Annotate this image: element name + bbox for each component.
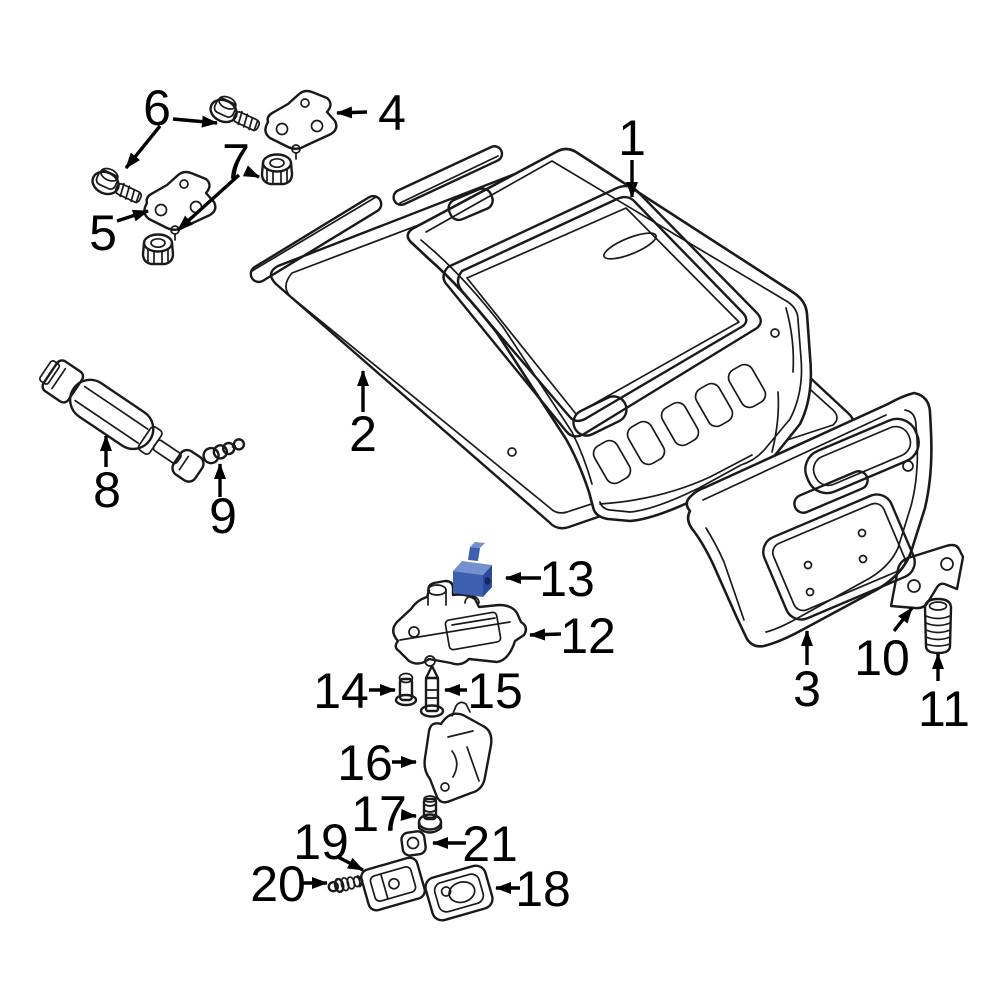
trim-panel-part-3 [685, 391, 933, 648]
callout-1: 1 [618, 110, 646, 166]
clip-tab-top [470, 542, 485, 548]
callout-2: 2 [349, 406, 377, 462]
license-recess-inner [771, 502, 907, 612]
pin-part-15 [419, 664, 445, 718]
liftgate-recess [572, 395, 628, 437]
nut-part-7a [260, 153, 294, 186]
callout-16: 16 [337, 735, 393, 791]
callout-18: 18 [515, 861, 571, 917]
liftgate-part-1 [406, 147, 813, 523]
window-aperture-inner [456, 195, 748, 423]
bolt-part-14 [394, 672, 418, 707]
liftgate-top-recess [447, 187, 494, 222]
bumper-part-11 [923, 597, 953, 655]
callout-4: 4 [378, 85, 406, 141]
panel-pill-slot [793, 470, 869, 514]
bolt-part-6b [87, 162, 148, 210]
callout-10: 10 [854, 630, 910, 686]
clip-tab-front [468, 547, 480, 561]
seal-strip-upper [392, 145, 504, 207]
clip-hole [484, 577, 491, 585]
window-glass-line [466, 207, 740, 415]
clip-front-face [453, 571, 483, 597]
latch-part-16 [423, 701, 493, 804]
callout-numbers: 1 2 3 4 5 6 7 8 9 10 11 12 13 14 15 16 1… [89, 80, 970, 917]
lift-support-part-8 [38, 359, 205, 483]
callout-arrows [100, 106, 944, 894]
callout-3: 3 [793, 661, 821, 717]
screw-part-20 [327, 875, 364, 894]
lock-actuator-part-12 [392, 579, 528, 667]
callout-13: 13 [539, 551, 595, 607]
callout-6: 6 [143, 80, 171, 136]
handle-boot-part-18 [424, 864, 494, 922]
hinge-part-4 [264, 89, 338, 161]
clip-top-face [453, 561, 492, 575]
callout-21: 21 [462, 816, 518, 872]
ball-stud-part-9 [202, 438, 246, 465]
callout-9: 9 [209, 488, 237, 544]
panel-upper-opening [804, 417, 920, 495]
grommet-part-21 [400, 830, 427, 857]
callout-17: 17 [351, 786, 407, 842]
clip-part-13-highlighted[interactable] [453, 542, 492, 597]
callout-12: 12 [560, 608, 616, 664]
license-recess-outer [762, 493, 916, 621]
callout-20: 20 [250, 856, 306, 912]
callout-8: 8 [93, 462, 121, 518]
callout-11: 11 [918, 681, 970, 737]
bolt-part-6a [205, 90, 266, 138]
liftgate-oval-detail [603, 232, 657, 260]
callout-19: 19 [293, 814, 349, 870]
callout-7: 7 [222, 134, 250, 190]
callout-15: 15 [467, 663, 523, 719]
nut-part-7b [141, 233, 175, 266]
callout-5: 5 [89, 205, 117, 261]
callout-14: 14 [313, 663, 369, 719]
bolt-part-17 [417, 795, 443, 834]
lock-housing-part-19 [360, 856, 426, 912]
seal-strip-left [249, 194, 383, 284]
